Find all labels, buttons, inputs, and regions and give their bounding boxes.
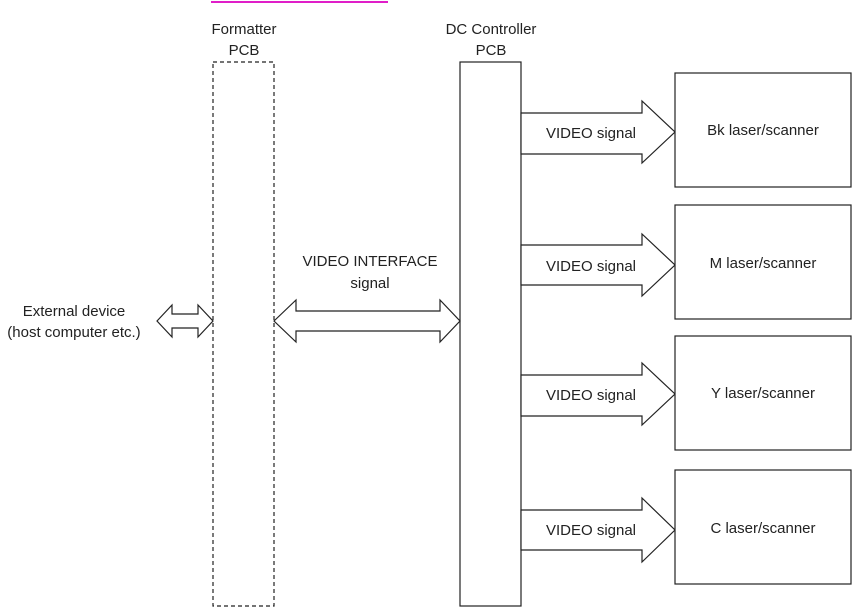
channel-c: VIDEO signal C laser/scanner: [520, 469, 852, 585]
laser-scanner-label-c: C laser/scanner: [710, 520, 815, 537]
laser-scanner-box-y: [674, 335, 852, 451]
video-interface-double-arrow: [273, 298, 461, 344]
laser-scanner-label-bk: Bk laser/scanner: [707, 122, 819, 139]
video-interface-label-line2: signal: [350, 275, 389, 292]
video-signal-arrow-c: [520, 496, 676, 564]
video-signal-label-c: VIDEO signal: [546, 522, 636, 539]
video-signal-label-m: VIDEO signal: [546, 258, 636, 275]
formatter-label-line2: PCB: [229, 42, 260, 59]
video-signal-arrow-bk: [520, 99, 676, 165]
laser-scanner-label-y: Y laser/scanner: [711, 385, 815, 402]
formatter-pcb-box: [212, 61, 275, 607]
laser-scanner-box-m: [674, 204, 852, 320]
formatter-label-line1: Formatter: [211, 21, 276, 38]
video-interface-label-line1: VIDEO INTERFACE: [302, 253, 437, 270]
video-signal-arrow-y: [520, 361, 676, 427]
dc-controller-label-line2: PCB: [476, 42, 507, 59]
channel-y: VIDEO signal Y laser/scanner: [520, 335, 852, 451]
video-signal-label-y: VIDEO signal: [546, 387, 636, 404]
dc-controller-pcb-box: [459, 61, 522, 607]
external-device-label-line1: External device: [23, 303, 126, 320]
channel-bk: VIDEO signal Bk laser/scanner: [520, 72, 852, 188]
channel-m: VIDEO signal M laser/scanner: [520, 204, 852, 320]
external-device-label-line2: (host computer etc.): [7, 324, 140, 341]
laser-scanner-box-c: [674, 469, 852, 585]
dc-controller-label-line1: DC Controller: [446, 21, 537, 38]
video-signal-arrow-m: [520, 232, 676, 298]
video-signal-label-bk: VIDEO signal: [546, 125, 636, 142]
external-device-double-arrow: [156, 303, 214, 339]
laser-scanner-box-bk: [674, 72, 852, 188]
laser-scanner-label-m: M laser/scanner: [710, 255, 817, 272]
